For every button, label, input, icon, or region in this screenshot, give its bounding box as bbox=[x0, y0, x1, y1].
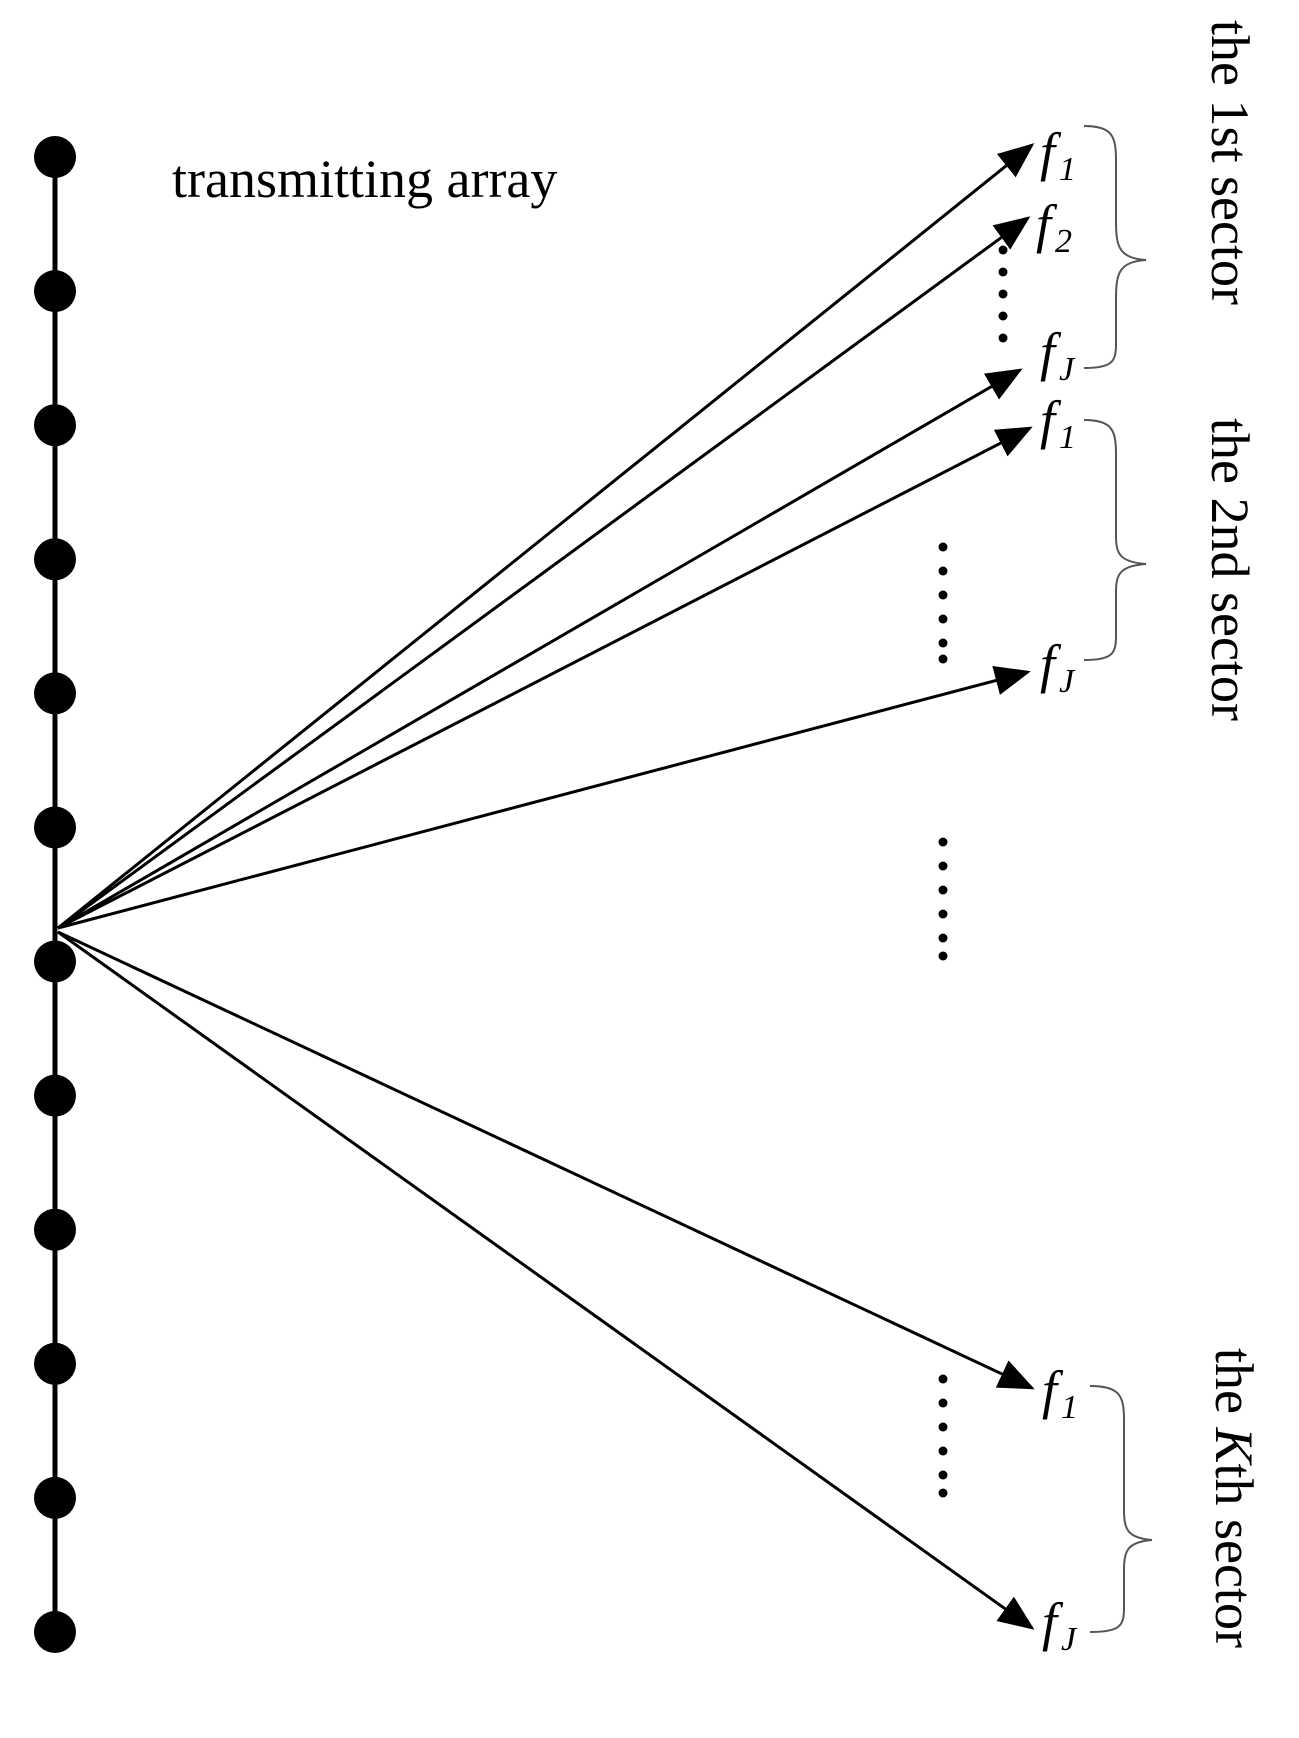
transmitting-array bbox=[34, 136, 76, 1653]
beam-arrow-sectorK-fJ bbox=[57, 930, 1035, 1630]
array-element bbox=[34, 1611, 76, 1653]
beam-arrows bbox=[57, 143, 1035, 1630]
array-element bbox=[34, 940, 76, 983]
brace-sectorK bbox=[1089, 1385, 1153, 1633]
sector-label-1st: the 1st sector bbox=[1200, 20, 1260, 305]
ellipsis-dots-sector1 bbox=[998, 245, 1008, 343]
array-label: transmitting array bbox=[172, 149, 557, 209]
sector-label-2nd: the 2nd sector bbox=[1200, 418, 1260, 721]
ellipsis-dots-sectorK bbox=[938, 1374, 948, 1498]
array-elements bbox=[34, 136, 76, 1653]
array-element bbox=[34, 1074, 76, 1117]
array-element bbox=[34, 1208, 76, 1251]
sector-label-Kth: the Kth sector bbox=[1204, 1348, 1264, 1648]
brace-sector2 bbox=[1083, 419, 1147, 661]
array-element bbox=[34, 136, 76, 178]
array-element bbox=[34, 404, 76, 447]
beam-arrow-sector1-f2 bbox=[57, 216, 1031, 930]
ellipsis-dots-between-sectors bbox=[938, 837, 948, 961]
beam-arrow-sector1-f1 bbox=[57, 143, 1035, 930]
beam-arrow-sector2-fJ bbox=[57, 665, 1031, 930]
beam-arrow-sector1-fJ bbox=[57, 368, 1023, 930]
array-element bbox=[34, 538, 76, 581]
array-element bbox=[34, 1342, 76, 1385]
brace-sector1 bbox=[1083, 125, 1147, 369]
array-element bbox=[34, 672, 76, 715]
array-element bbox=[34, 1476, 76, 1519]
ellipsis-dots-sector2 bbox=[938, 542, 948, 664]
sector-braces bbox=[1083, 125, 1153, 1633]
ellipsis-markers bbox=[938, 245, 1008, 1498]
array-element bbox=[34, 806, 76, 849]
beam-arrow-sectorK-f1 bbox=[57, 930, 1035, 1390]
array-element bbox=[34, 270, 76, 313]
beam-arrow-sector2-f1 bbox=[57, 426, 1033, 930]
